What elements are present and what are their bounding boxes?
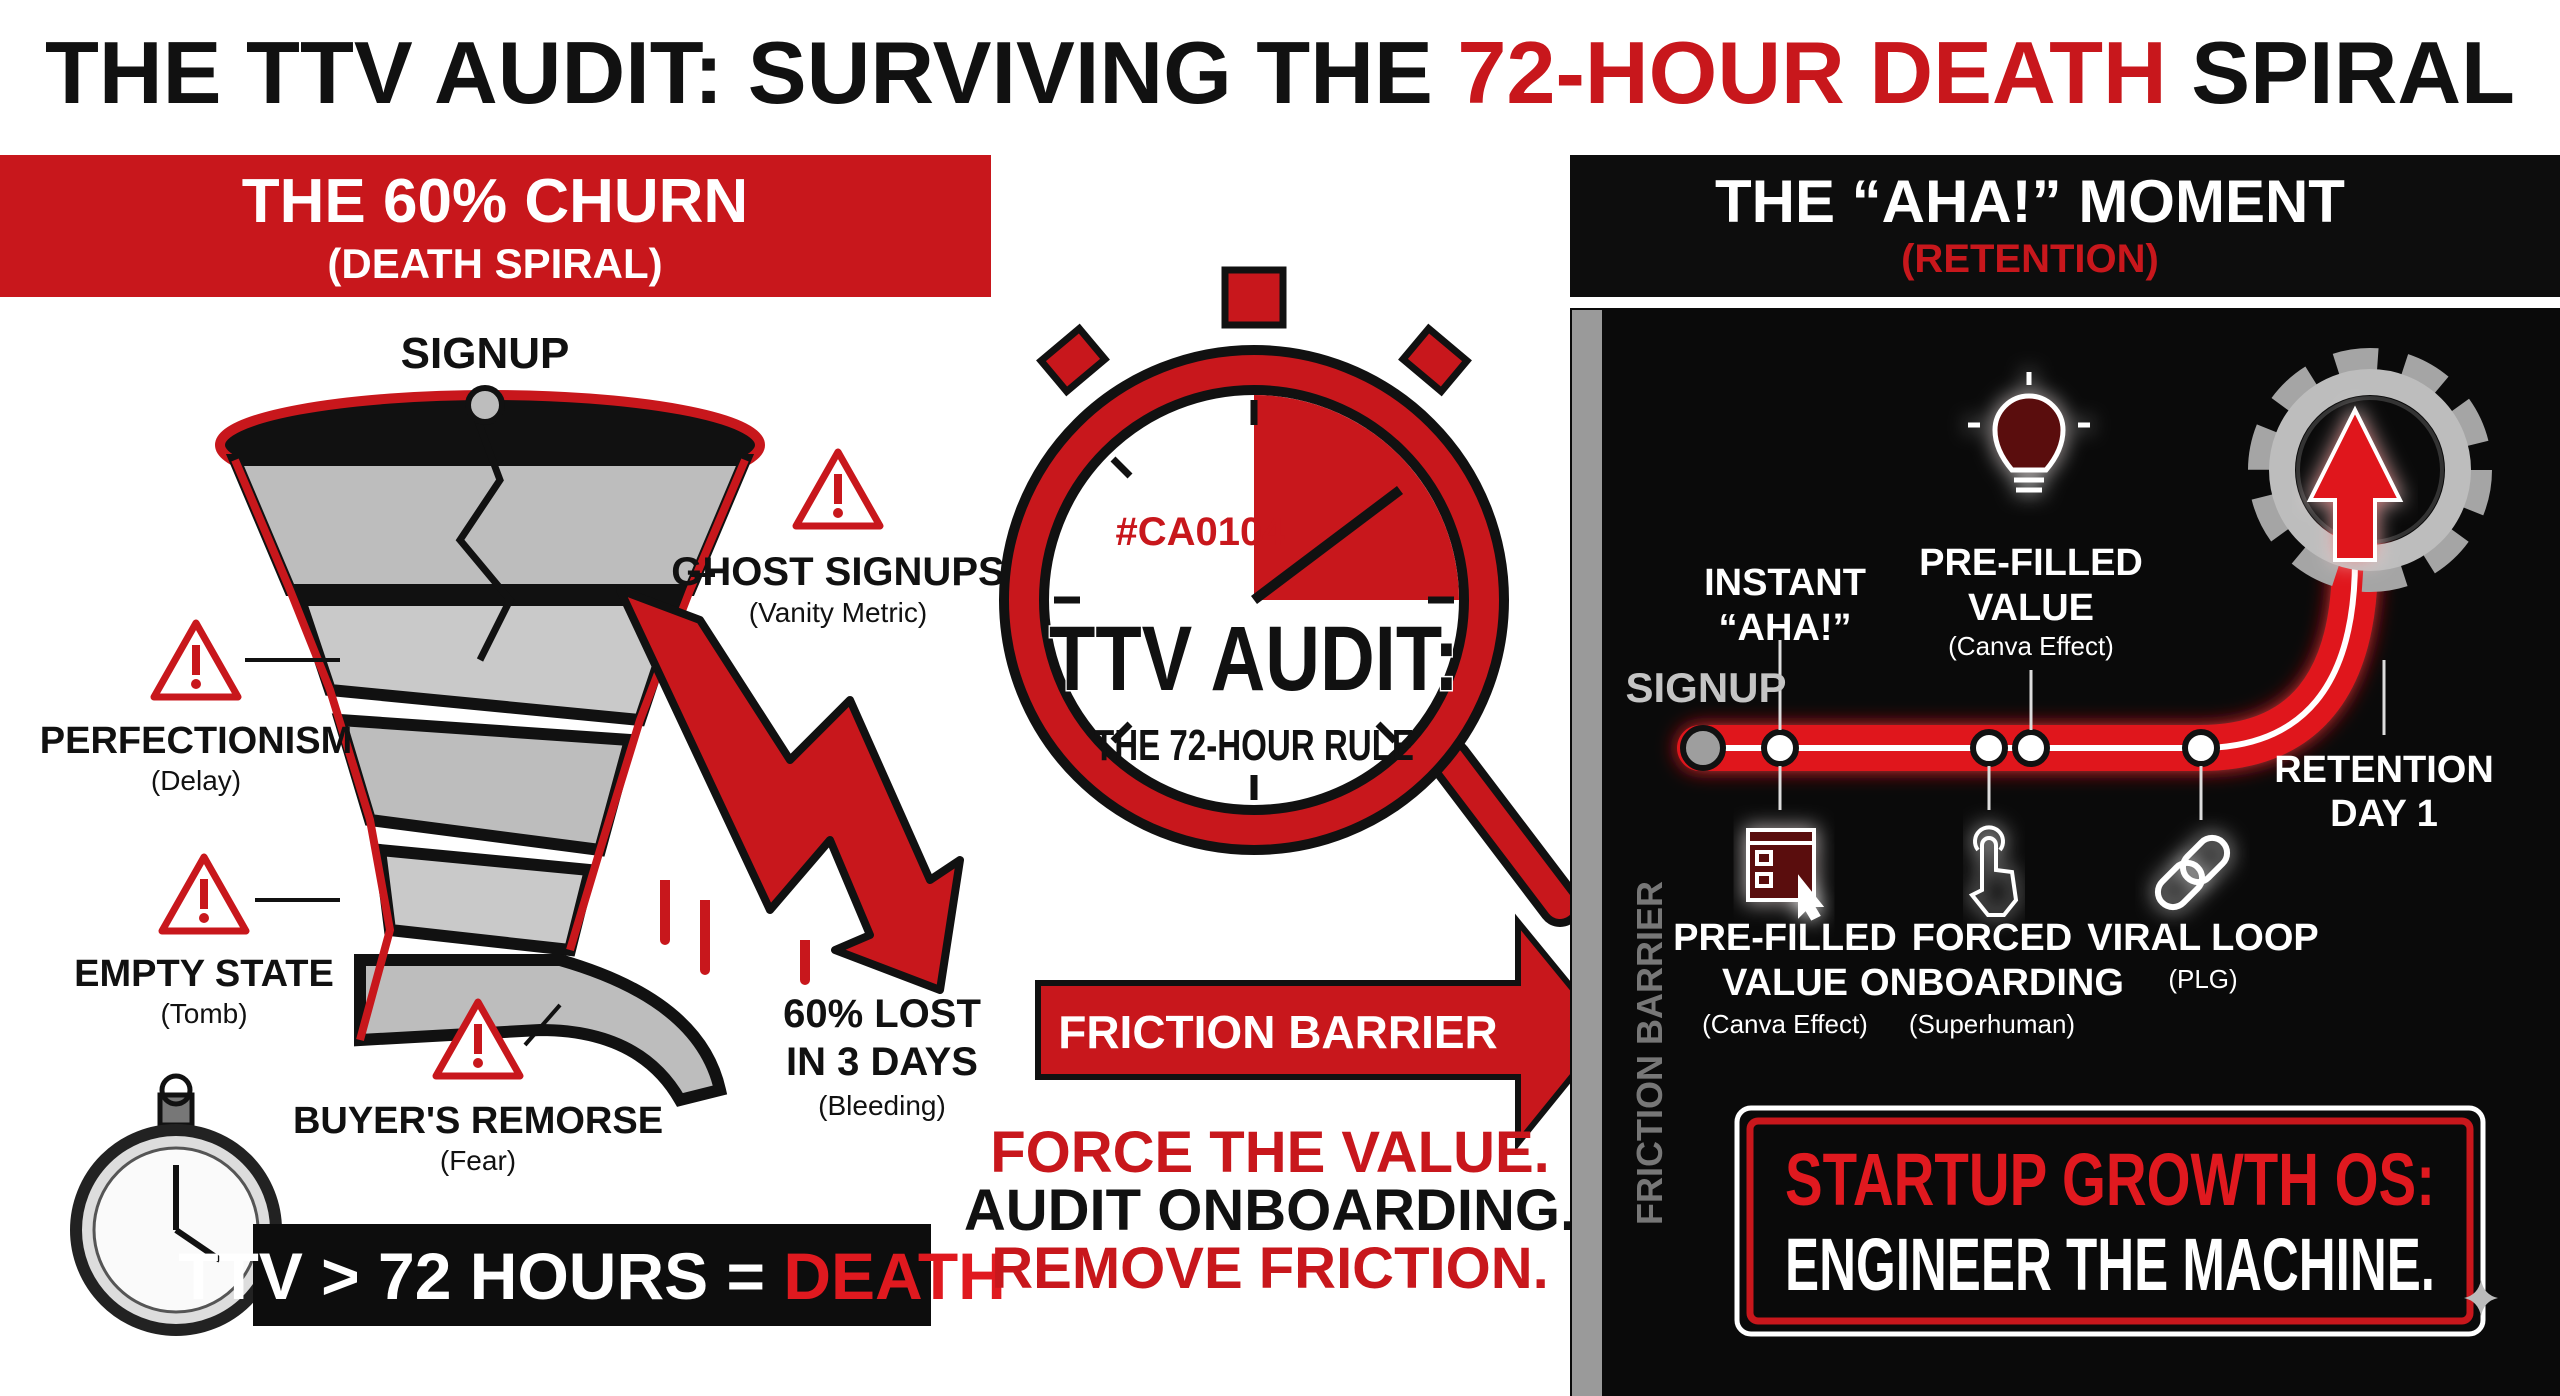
tap-hand-icon [1968, 825, 2019, 917]
cta-box [1734, 1105, 2486, 1337]
lightbulb-icon [1968, 372, 2090, 493]
template-cursor-icon [1746, 828, 1825, 921]
churn-banner-title: THE 60% CHURN [242, 167, 748, 236]
churn-banner [0, 155, 991, 297]
audit-title: TTV AUDIT: [1049, 608, 1459, 710]
timeline-node [2182, 729, 2220, 767]
viral-loop-label: VIRAL LOOP [2087, 917, 2319, 959]
forced-onboarding-line-2: ONBOARDING [1860, 962, 2124, 1004]
cta-line-2: ENGINEER THE MACHINE. [1785, 1223, 2435, 1306]
retention-path [1677, 497, 2378, 771]
action-audit-onboarding: AUDIT ONBOARDING. [964, 1178, 1576, 1243]
viral-loop-sub: (PLG) [2168, 964, 2237, 994]
audit-tag: #CA0104 [1115, 510, 1285, 554]
prefilled-top-line-2: VALUE [1968, 587, 2094, 629]
friction-arrow-label: FRICTION BARRIER [1058, 1006, 1498, 1058]
churn-banner-subtitle: (DEATH SPIRAL) [327, 240, 662, 287]
cta-line-1: STARTUP GROWTH OS: [1785, 1138, 2435, 1221]
death-emphasis: DEATH [783, 1239, 1005, 1313]
warning-icon [796, 452, 880, 526]
aha-header-title: THE “AHA!” MOMENT [1715, 168, 2345, 235]
action-force-value: FORCE THE VALUE. [990, 1120, 1550, 1185]
page-title: THE TTV AUDIT: SURVIVING THE 72-HOUR DEA… [45, 23, 2515, 122]
perfectionism-sub: (Delay) [151, 765, 241, 796]
buyers-remorse-label: BUYER'S REMORSE [293, 1100, 663, 1142]
title-emphasis: 72-HOUR DEATH [1457, 23, 2166, 122]
link-icon [2154, 834, 2231, 911]
funnel-signup-label: SIGNUP [401, 329, 570, 378]
audit-subtitle: THE 72-HOUR RULE [1094, 721, 1414, 770]
empty-state-label: EMPTY STATE [74, 953, 334, 995]
prefilled-top-sub: (Canva Effect) [1948, 631, 2114, 661]
loss-line-2: IN 3 DAYS [786, 1040, 978, 1084]
forced-onboarding-line-1: FORCED [1912, 917, 2072, 959]
title-part-3: SPIRAL [2167, 23, 2515, 122]
forced-onboarding-sub: (Superhuman) [1909, 1009, 2075, 1039]
falling-arrow [616, 586, 964, 994]
timeline-node-signup [1680, 725, 1726, 771]
retention-line-2: DAY 1 [2330, 793, 2438, 835]
loss-sub: (Bleeding) [818, 1090, 946, 1121]
prefilled-bottom-line-1: PRE-FILLED [1673, 917, 1897, 959]
instant-aha-line-1: INSTANT [1704, 562, 1866, 604]
audit-stopwatch [999, 266, 1582, 927]
warning-icon [162, 857, 246, 931]
warning-icon [154, 623, 238, 697]
timeline-node [1761, 729, 1799, 767]
sparkle-icon [2464, 1280, 2498, 1316]
ghost-signups-label: GHOST SIGNUPS [671, 550, 1004, 594]
growth-arrow [2306, 405, 2404, 562]
title-part-1: THE TTV AUDIT: SURVIVING THE [45, 23, 1457, 122]
barrier-strip [1572, 310, 1602, 1396]
ghost-signups-sub: (Vanity Metric) [749, 597, 927, 628]
instant-aha-line-2: “AHA!” [1719, 607, 1852, 649]
friction-arrow [1035, 913, 1612, 1152]
timeline-node [1970, 729, 2008, 767]
prefilled-top-line-1: PRE-FILLED [1919, 542, 2143, 584]
prefilled-bottom-sub: (Canva Effect) [1702, 1009, 1868, 1039]
ttv-rule-box [253, 1224, 931, 1326]
buyers-remorse-sub: (Fear) [440, 1145, 516, 1176]
blood-drips [660, 880, 810, 985]
empty-state-sub: (Tomb) [160, 998, 247, 1029]
aha-header [1570, 155, 2560, 297]
ttv-rule-text: TTV > 72 HOURS = DEATH [178, 1239, 1006, 1313]
retention-line-1: RETENTION [2274, 749, 2494, 791]
timeline-node [2012, 729, 2050, 767]
loss-line-1: 60% LOST [783, 992, 981, 1036]
barrier-vertical-label: FRICTION BARRIER [1629, 881, 1670, 1225]
action-remove-friction: REMOVE FRICTION. [991, 1236, 1548, 1301]
timeline-signup-label: SIGNUP [1625, 664, 1786, 711]
aha-header-subtitle: (RETENTION) [1901, 237, 2159, 281]
prefilled-bottom-line-2: VALUE [1722, 962, 1848, 1004]
perfectionism-label: PERFECTIONISM [40, 720, 352, 762]
